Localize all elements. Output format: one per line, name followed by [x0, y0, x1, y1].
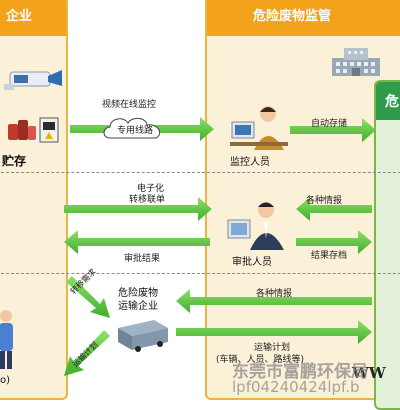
watermark-line-1: 东莞市富鹏环保局: [232, 362, 368, 382]
arrow-approval-result: [64, 230, 210, 254]
monitoring-device-icon: [4, 70, 62, 90]
left-footer-text: o): [0, 375, 11, 386]
approval-staff-icon: [227, 202, 284, 250]
section-divider-2: [0, 273, 400, 274]
dedicated-line-label: 专用线路: [117, 126, 154, 136]
company-header: 企业: [0, 0, 66, 36]
watermark-line-2: lpf04240424lpf.b: [232, 378, 360, 396]
arrow-transport-plan: [176, 320, 372, 344]
government-building-icon: [332, 48, 380, 76]
arrow-transfer-request: [66, 276, 110, 318]
arrow-auto-storage: [290, 118, 376, 142]
ww-text: WW: [352, 364, 386, 382]
transport-plan-detail-label: (车辆、人员、路线等): [216, 355, 305, 365]
auto-storage-label: 自动存储: [311, 119, 348, 129]
electronic-label: 电子化: [137, 184, 165, 194]
supervision-header: 危险废物监管: [207, 0, 400, 36]
transport-company-label-1: 危险废物: [118, 288, 158, 299]
arrow-result-archive: [296, 230, 372, 254]
approval-result-label: 审批结果: [124, 254, 161, 264]
monitor-staff-icon: [230, 106, 288, 150]
driver-person-icon: [0, 310, 13, 369]
monitor-staff-label: 监控人员: [230, 157, 270, 168]
transport-truck-icon: [118, 320, 168, 352]
database-header: 危: [376, 82, 400, 120]
section-divider-1: [0, 172, 400, 173]
waste-barrels-icon: [8, 117, 59, 143]
supervision-title: 危险废物监管: [253, 9, 332, 24]
storage-label: 贮存: [2, 154, 27, 168]
database-panel: 危: [374, 80, 400, 410]
various-info-label-1: 各种情报: [306, 196, 343, 206]
arrow-various-info-1: [296, 197, 372, 221]
company-title: 企业: [6, 9, 33, 24]
dedicated-line-cloud-icon: [103, 117, 161, 139]
result-archive-label: 结果存档: [311, 251, 348, 261]
arrow-transfer-form: [64, 197, 212, 221]
approval-staff-label: 审批人员: [232, 257, 272, 268]
various-info-label-2: 各种情报: [256, 289, 293, 299]
arrow-various-info-2: [176, 289, 372, 313]
transport-plan-label: 运输计划: [254, 343, 291, 353]
transport-company-label-2: 运输企业: [118, 301, 158, 312]
transfer-form-label: 转移联单: [129, 195, 166, 205]
video-monitor-label: 视频在线监控: [102, 100, 157, 110]
database-title: 危: [385, 94, 399, 110]
arrow-transport-plan-diagonal: [64, 330, 110, 376]
